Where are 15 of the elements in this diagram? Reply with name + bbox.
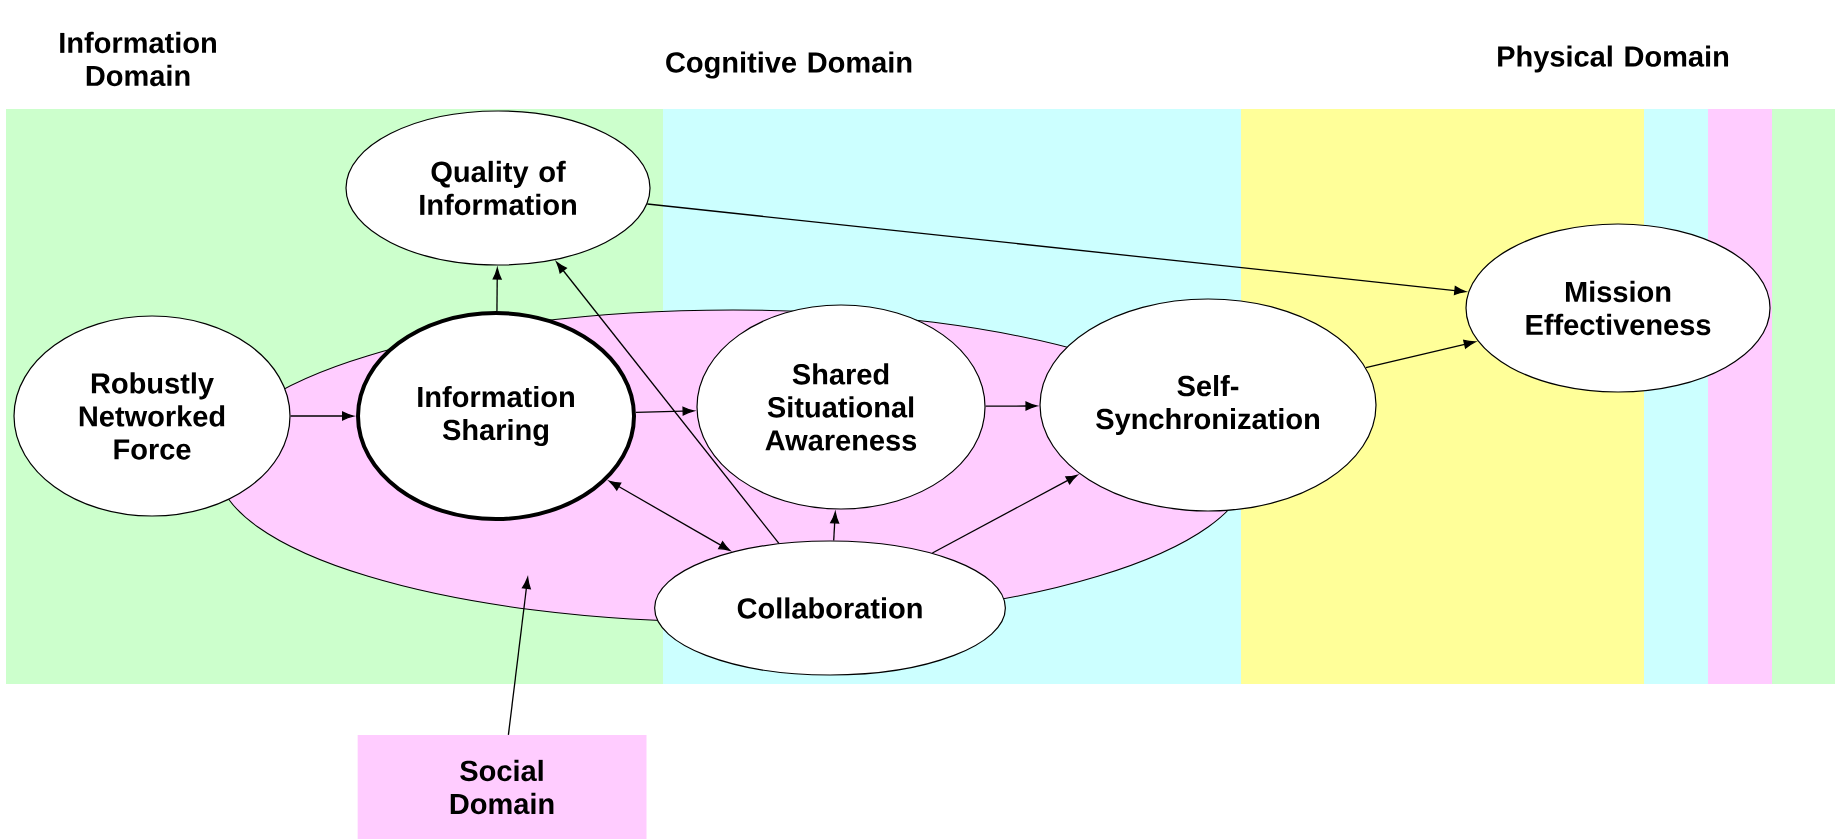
arrow — [646, 203, 1467, 296]
domain-heading: Physical Domain — [1498, 45, 1729, 73]
arrow — [931, 474, 1078, 554]
domain-box: Social Domain — [357, 735, 647, 839]
arrow — [635, 406, 695, 416]
arrow — [492, 267, 502, 312]
arrow — [984, 401, 1038, 411]
arrow — [1365, 339, 1476, 369]
arrow — [556, 261, 780, 544]
leader-line — [507, 577, 531, 736]
arrow — [289, 411, 354, 421]
domain-heading: Information Domain — [60, 31, 216, 87]
domain-heading: Cognitive Domain — [666, 51, 912, 79]
arrow — [608, 480, 731, 552]
arrow — [830, 511, 840, 542]
